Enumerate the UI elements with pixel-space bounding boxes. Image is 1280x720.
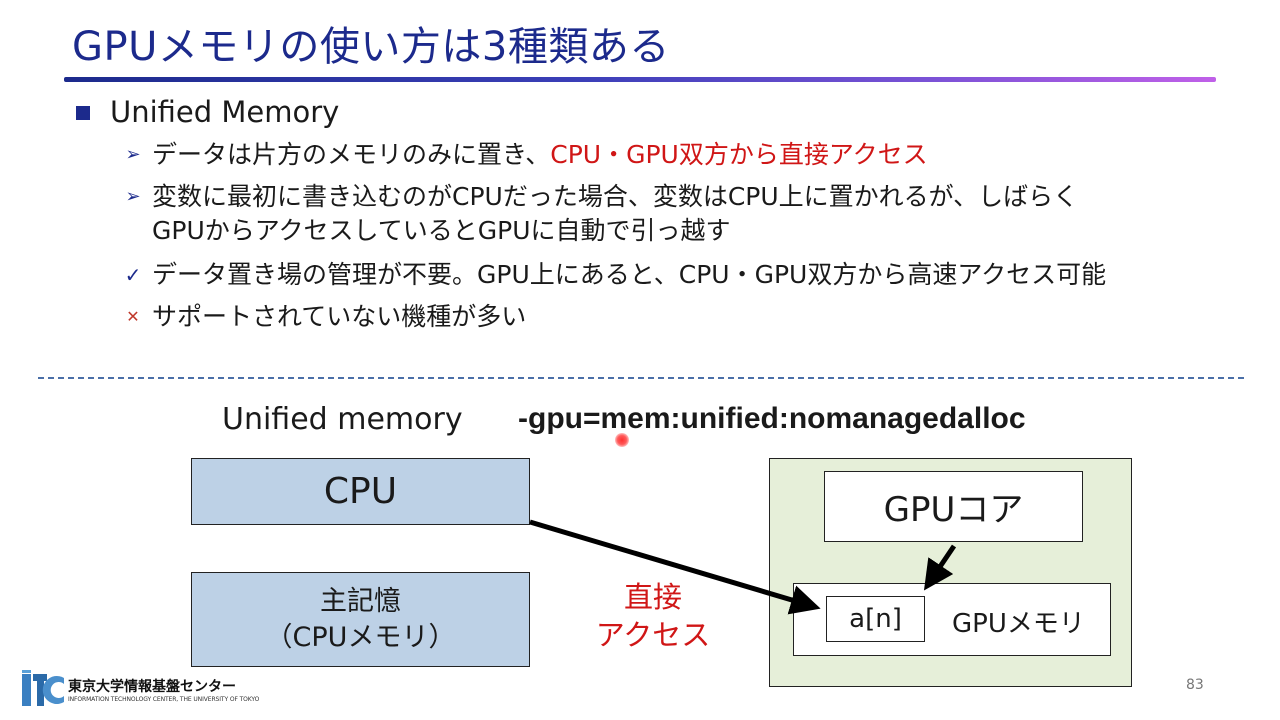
cross-icon: ✕: [126, 307, 140, 326]
organization-name-en: INFORMATION TECHNOLOGY CENTER, THE UNIVE…: [68, 696, 260, 703]
point-4: ✕ サポートされていない機種が多い: [118, 300, 526, 334]
point-1-highlight: CPU・GPU双方から直接アクセス: [550, 140, 928, 169]
gpu-core-box: GPUコア: [824, 471, 1083, 542]
point-2-line2: GPUからアクセスしているとGPUに自動で引っ越す: [152, 216, 731, 245]
diagram-label: Unified memory: [222, 402, 463, 437]
check-icon: ✓: [124, 263, 142, 287]
arrow-icon: ➢: [125, 186, 141, 207]
dashed-divider: [38, 377, 1244, 379]
main-memory-label: 主記憶: [320, 585, 401, 617]
point-4-text: サポートされていない機種が多い: [152, 302, 527, 331]
point-3: ✓ データ置き場の管理が不要。GPU上にあると、CPU・GPU双方から高速アクセ…: [118, 258, 1106, 292]
point-2: ➢ 変数に最初に書き込むのがCPUだった場合、変数はCPU上に置かれるが、しばら…: [118, 180, 1078, 248]
point-2-line1: 変数に最初に書き込むのがCPUだった場合、変数はCPU上に置かれるが、しばらく: [152, 182, 1079, 211]
arrow-icon: ➢: [125, 144, 141, 165]
main-memory-box: 主記憶 （CPUメモリ）: [191, 572, 530, 667]
section-heading: Unified Memory: [76, 92, 339, 132]
array-element-label: a[n]: [849, 604, 902, 634]
organization-name: 東京大学情報基盤センター: [68, 679, 236, 695]
square-bullet-icon: [76, 106, 90, 120]
cpu-box: CPU: [191, 458, 530, 525]
organization-logo: 東京大学情報基盤センター INFORMATION TECHNOLOGY CENT…: [20, 668, 260, 710]
point-1-text: データは片方のメモリのみに置き、: [152, 140, 551, 169]
cpu-label: CPU: [323, 471, 398, 512]
slide-title: GPUメモリの使い方は3種類ある: [72, 24, 670, 70]
title-underline: [64, 77, 1216, 82]
laser-pointer: [615, 433, 629, 447]
main-memory-sublabel: （CPUメモリ）: [265, 621, 456, 653]
gpu-memory-label: GPUメモリ: [952, 609, 1085, 639]
itc-logo-icon: [22, 670, 64, 706]
page-number: 83: [1186, 677, 1204, 693]
compiler-flag: -gpu=mem:unified:nomanagedalloc: [518, 402, 1026, 435]
point-1: ➢ データは片方のメモリのみに置き、CPU・GPU双方から直接アクセス: [118, 138, 928, 172]
direct-access-label: 直接 アクセス: [593, 578, 713, 654]
direct-access-line1: 直接: [623, 580, 682, 614]
section-heading-text: Unified Memory: [110, 95, 340, 129]
direct-access-line2: アクセス: [595, 618, 711, 652]
array-element-box: a[n]: [826, 596, 925, 642]
gpu-core-label: GPUコア: [883, 490, 1024, 530]
point-3-text: データ置き場の管理が不要。GPU上にあると、CPU・GPU双方から高速アクセス可…: [152, 260, 1107, 289]
